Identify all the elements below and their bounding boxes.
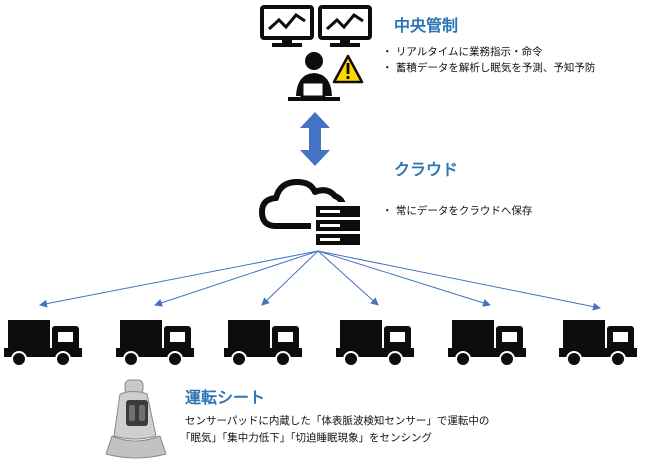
bidirectional-arrow-icon [300, 112, 330, 166]
warning-triangle-icon [332, 54, 364, 84]
cloud-to-truck-arrows [39, 250, 601, 311]
cloud-server-icon [259, 179, 363, 248]
chart-monitor-icon [260, 5, 314, 47]
arrow-to-truck-1 [39, 250, 319, 308]
cloud-title: クラウド [394, 160, 459, 179]
truck-icon [559, 320, 637, 367]
truck-icon [336, 320, 414, 367]
cloud-bullet-1: ・ 常にデータをクラウドへ保存 [382, 205, 533, 217]
arrow-to-truck-2 [154, 250, 319, 307]
arrow-to-truck-5 [317, 250, 491, 307]
car-seat-icon [105, 379, 167, 459]
seat-description-line-1: センサーパッドに内蔵した「体表脈波検知センサー」で運転中の [185, 415, 490, 427]
operator-at-laptop-icon [288, 52, 340, 101]
central-control-title: 中央管制 [394, 16, 459, 35]
truck-icon [448, 320, 526, 367]
chart-monitor-icon [318, 5, 372, 47]
arrow-to-truck-6 [317, 250, 601, 311]
truck-icon [116, 320, 194, 367]
seat-title: 運転シート [185, 388, 266, 407]
seat-description-line-2: 「眠気」「集中力低下」「切迫睡眠現象」をセンシング [180, 432, 432, 444]
central-bullet-1: ・ リアルタイムに業務指示・命令 [382, 46, 543, 58]
truck-icon [4, 320, 82, 367]
arrow-to-truck-4 [317, 250, 379, 306]
arrow-to-truck-3 [261, 250, 319, 306]
truck-icon [224, 320, 302, 367]
central-bullet-2: ・ 蓄積データを解析し眠気を予測、予知予防 [382, 62, 596, 74]
